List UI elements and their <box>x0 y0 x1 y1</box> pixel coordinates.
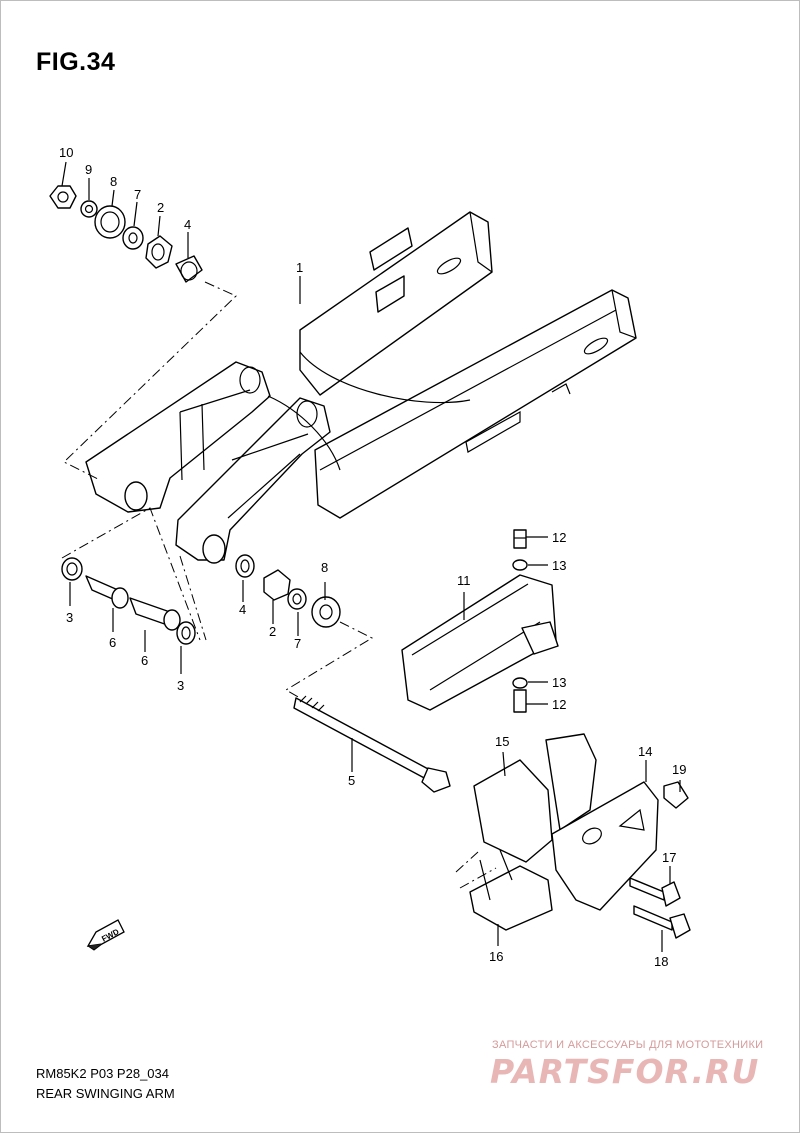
callout-8: 8 <box>110 174 117 189</box>
callout-19: 19 <box>672 762 686 777</box>
callout-7: 7 <box>134 187 141 202</box>
callout-4: 4 <box>184 217 191 232</box>
callout-10: 10 <box>59 145 73 160</box>
callout-3a: 3 <box>66 610 73 625</box>
leader-lines <box>61 161 681 952</box>
callout-7b: 7 <box>294 636 301 651</box>
lower-pivot-stack <box>61 554 341 645</box>
figure-title: FIG.34 <box>36 48 116 76</box>
callout-12a: 12 <box>552 530 566 545</box>
chain-guide <box>469 733 691 939</box>
callout-18: 18 <box>654 954 668 969</box>
callout-4b: 4 <box>239 602 246 617</box>
callout-2b: 2 <box>269 624 276 639</box>
watermark-tagline: ЗАПЧАСТИ И АКСЕССУАРЫ ДЛЯ МОТОТЕХНИКИ <box>492 1039 764 1051</box>
callout-16: 16 <box>489 949 503 964</box>
diagram-name: REAR SWINGING ARM <box>36 1086 175 1101</box>
callout-6b: 6 <box>141 653 148 668</box>
callout-15: 15 <box>495 734 509 749</box>
assembly-lines <box>61 281 497 889</box>
callout-8b: 8 <box>321 560 328 575</box>
callout-5: 5 <box>348 773 355 788</box>
callout-13a: 13 <box>552 558 566 573</box>
fwd-arrow-icon: FWD <box>86 919 125 951</box>
callout-12b: 12 <box>552 697 566 712</box>
diagram-code: RM85K2 P03 P28_034 <box>36 1066 169 1081</box>
callout-11: 11 <box>457 573 471 588</box>
pivot-bolt <box>293 695 451 793</box>
callout-9: 9 <box>85 162 92 177</box>
callout-1: 1 <box>296 260 303 275</box>
callout-13b: 13 <box>552 675 566 690</box>
chain-buffer <box>401 529 559 713</box>
upper-pivot-stack <box>49 185 203 283</box>
callout-3b: 3 <box>177 678 184 693</box>
callout-14: 14 <box>638 744 652 759</box>
watermark-logo: PARTSFOR.RU <box>490 1052 760 1091</box>
callout-17: 17 <box>662 850 676 865</box>
swing-arm <box>85 211 637 564</box>
callout-numbers: 10 9 8 7 2 4 1 3 6 6 3 4 2 7 8 5 12 13 1… <box>59 145 686 969</box>
callout-6a: 6 <box>109 635 116 650</box>
callout-2: 2 <box>157 200 164 215</box>
